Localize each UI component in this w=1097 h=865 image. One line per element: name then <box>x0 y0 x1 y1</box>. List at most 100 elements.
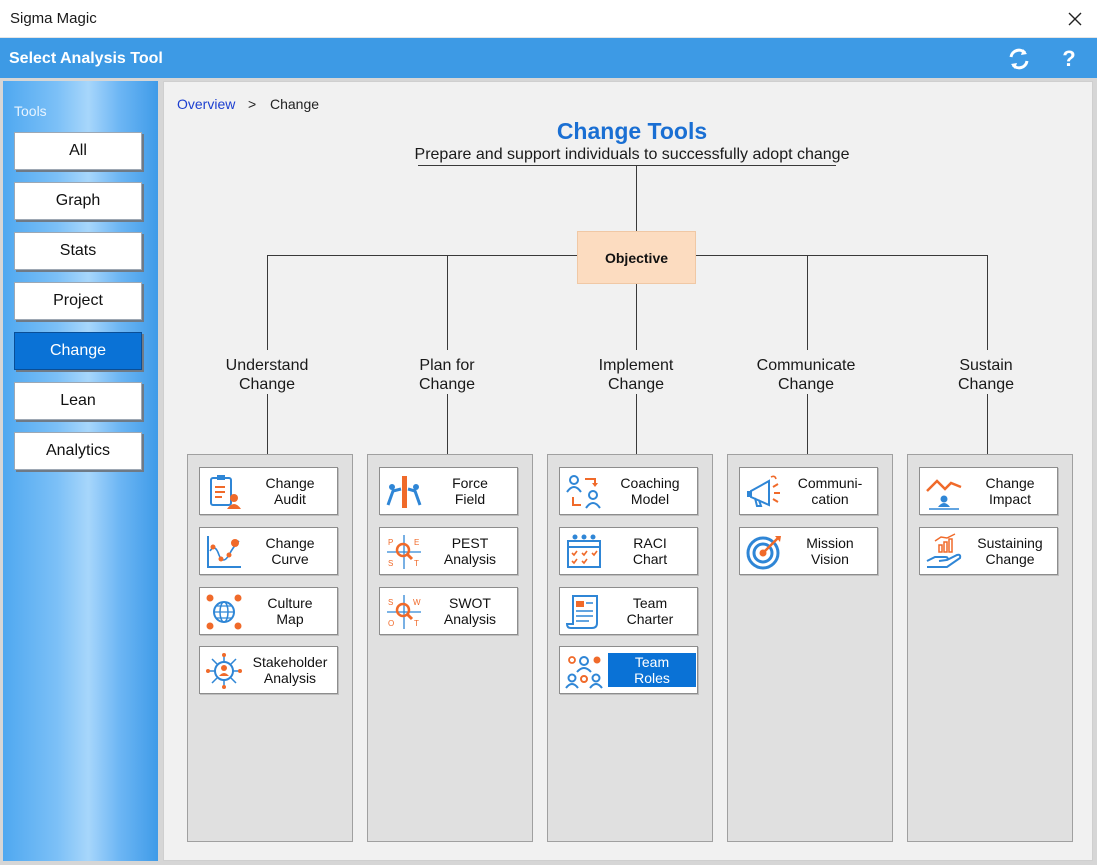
subtitle-underline <box>418 165 836 166</box>
culture-map-label: Culture Map <box>267 595 313 627</box>
target-icon <box>746 536 781 570</box>
stakeholder-hub-icon <box>206 653 242 689</box>
refresh-icon <box>1009 48 1029 70</box>
sustaining-change-button[interactable]: Sustaining Change <box>919 527 1058 575</box>
megaphone-icon <box>747 475 780 507</box>
tools-panel-communicate: Communi- cation Mission Vision <box>727 454 893 842</box>
phase-communicate-label: Communicate Change <box>756 357 856 393</box>
page-subtitle: Prepare and support individuals to succe… <box>414 146 850 163</box>
connector-line <box>447 394 448 454</box>
stakeholder-analysis-button[interactable]: Stakeholder Analysis <box>199 646 338 694</box>
change-impact-label: Change Impact <box>985 475 1035 507</box>
connector-line <box>987 394 988 454</box>
tools-panel-implement: Coaching Model RACI Chart Team Charter <box>547 454 713 842</box>
raci-chart-label: RACI Chart <box>632 535 668 567</box>
team-charter-label: Team Charter <box>626 595 674 627</box>
svg-text:O: O <box>388 619 394 628</box>
coaching-model-label: Coaching Model <box>620 475 680 507</box>
change-curve-button[interactable]: Change Curve <box>199 527 338 575</box>
svg-text:S: S <box>388 598 393 607</box>
change-audit-button[interactable]: Change Audit <box>199 467 338 515</box>
charter-scroll-icon <box>565 595 598 629</box>
connector-line <box>636 284 637 350</box>
phase-implement-label: Implement Change <box>598 357 674 393</box>
connector-line <box>807 255 808 350</box>
svg-text:T: T <box>414 619 419 628</box>
help-icon: ? <box>1062 46 1076 71</box>
team-charter-button[interactable]: Team Charter <box>559 587 698 635</box>
sidebar-item-stats[interactable]: Stats <box>14 232 142 270</box>
sidebar-item-graph[interactable]: Graph <box>14 182 142 220</box>
culture-map-button[interactable]: Culture Map <box>199 587 338 635</box>
swot-analysis-button[interactable]: S W O T SWOT Analysis <box>379 587 518 635</box>
dialog-header: Select Analysis Tool <box>0 38 1097 78</box>
close-button[interactable] <box>1058 4 1092 34</box>
connector-line <box>636 394 637 454</box>
sidebar-item-change[interactable]: Change <box>14 332 142 370</box>
phase-understand-label: Understand Change <box>225 357 309 393</box>
tools-panel-sustain: Change Impact Sustaining Change <box>907 454 1073 842</box>
swot-analysis-label: SWOT Analysis <box>443 595 497 627</box>
connector-line <box>636 165 637 231</box>
close-icon <box>1068 12 1082 26</box>
connector-line <box>267 255 268 350</box>
content-area: Overview > Change Change Tools Prepare a… <box>163 81 1093 861</box>
force-field-button[interactable]: Force Field <box>379 467 518 515</box>
sustaining-change-label: Sustaining Change <box>977 535 1043 567</box>
tools-panel-plan: Force Field P E S T PEST Analysis S W O <box>367 454 533 842</box>
team-roles-button[interactable]: Team Roles <box>559 646 698 694</box>
objective-node: Objective <box>577 231 696 284</box>
tools-sidebar: Tools All Graph Stats Project Change Lea… <box>3 81 158 861</box>
coaching-model-button[interactable]: Coaching Model <box>559 467 698 515</box>
phase-sustain-label: Sustain Change <box>957 357 1015 393</box>
pest-magnifier-icon: P E S T <box>387 535 421 569</box>
impact-chart-icon <box>926 479 962 510</box>
communication-button[interactable]: Communi- cation <box>739 467 878 515</box>
team-roles-icon <box>565 656 603 689</box>
connector-line <box>807 394 808 454</box>
stakeholder-analysis-label: Stakeholder Analysis <box>252 654 328 686</box>
dialog-title: Select Analysis Tool <box>9 50 163 67</box>
svg-text:P: P <box>388 538 393 547</box>
sidebar-item-project[interactable]: Project <box>14 282 142 320</box>
clipboard-person-icon <box>210 475 241 509</box>
mission-vision-label: Mission Vision <box>806 535 854 567</box>
change-curve-label: Change Curve <box>265 535 315 567</box>
force-field-label: Force Field <box>452 475 488 507</box>
raci-chart-button[interactable]: RACI Chart <box>559 527 698 575</box>
svg-text:W: W <box>413 598 421 607</box>
hand-growth-icon <box>926 533 962 568</box>
change-audit-label: Change Audit <box>265 475 315 507</box>
curve-chart-icon <box>207 536 241 568</box>
svg-text:T: T <box>414 559 419 568</box>
svg-text:S: S <box>388 559 393 568</box>
help-button[interactable]: ? <box>1054 44 1084 74</box>
sidebar-label: Tools <box>14 103 47 119</box>
breadcrumb-overview-link[interactable]: Overview <box>177 96 236 112</box>
sidebar-item-all[interactable]: All <box>14 132 142 170</box>
window-title: Sigma Magic <box>10 10 97 27</box>
connector-line <box>447 255 448 350</box>
svg-text:E: E <box>414 538 419 547</box>
sidebar-item-lean[interactable]: Lean <box>14 382 142 420</box>
coaching-people-icon <box>566 475 601 509</box>
page-title: Change Tools <box>556 118 708 144</box>
mission-vision-button[interactable]: Mission Vision <box>739 527 878 575</box>
team-roles-label: Team Roles <box>608 653 696 687</box>
phase-plan-label: Plan for Change <box>418 357 476 393</box>
breadcrumb-current: Change <box>270 96 320 112</box>
window-title-bar: Sigma Magic <box>0 0 1097 38</box>
change-impact-button[interactable]: Change Impact <box>919 467 1058 515</box>
pest-analysis-label: PEST Analysis <box>443 535 497 567</box>
connector-line <box>987 255 988 350</box>
refresh-button[interactable] <box>1004 44 1034 74</box>
sidebar-item-analytics[interactable]: Analytics <box>14 432 142 470</box>
raci-calendar-icon <box>567 534 601 568</box>
connector-line <box>267 394 268 454</box>
tools-panel-understand: Change Audit Change Curve Culture Map <box>187 454 353 842</box>
pest-analysis-button[interactable]: P E S T PEST Analysis <box>379 527 518 575</box>
force-push-icon <box>386 476 422 508</box>
breadcrumb-separator: > <box>248 96 257 112</box>
globe-network-icon <box>206 594 242 630</box>
swot-magnifier-icon: S W O T <box>387 595 421 629</box>
